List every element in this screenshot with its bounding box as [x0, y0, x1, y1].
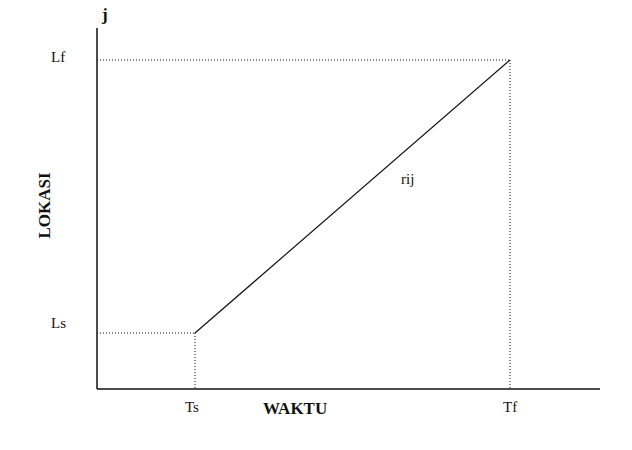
guide-line — [97, 60, 510, 61]
axis-tick-label: Ts — [184, 400, 200, 415]
y-axis — [96, 28, 98, 389]
guide-line — [510, 60, 511, 389]
axis-title: LOKASI — [35, 171, 52, 239]
axis-tick-label: Lf — [50, 50, 66, 65]
axis-title: WAKTU — [262, 400, 328, 417]
x-axis — [97, 388, 600, 390]
axis-tick-label: Tf — [502, 400, 518, 415]
axis-tick-label: Ls — [50, 316, 67, 331]
guide-line — [97, 333, 195, 334]
axis-letter: j — [101, 6, 109, 23]
guide-line — [195, 333, 196, 389]
progress-line — [195, 60, 510, 333]
line-label: rij — [400, 172, 415, 187]
